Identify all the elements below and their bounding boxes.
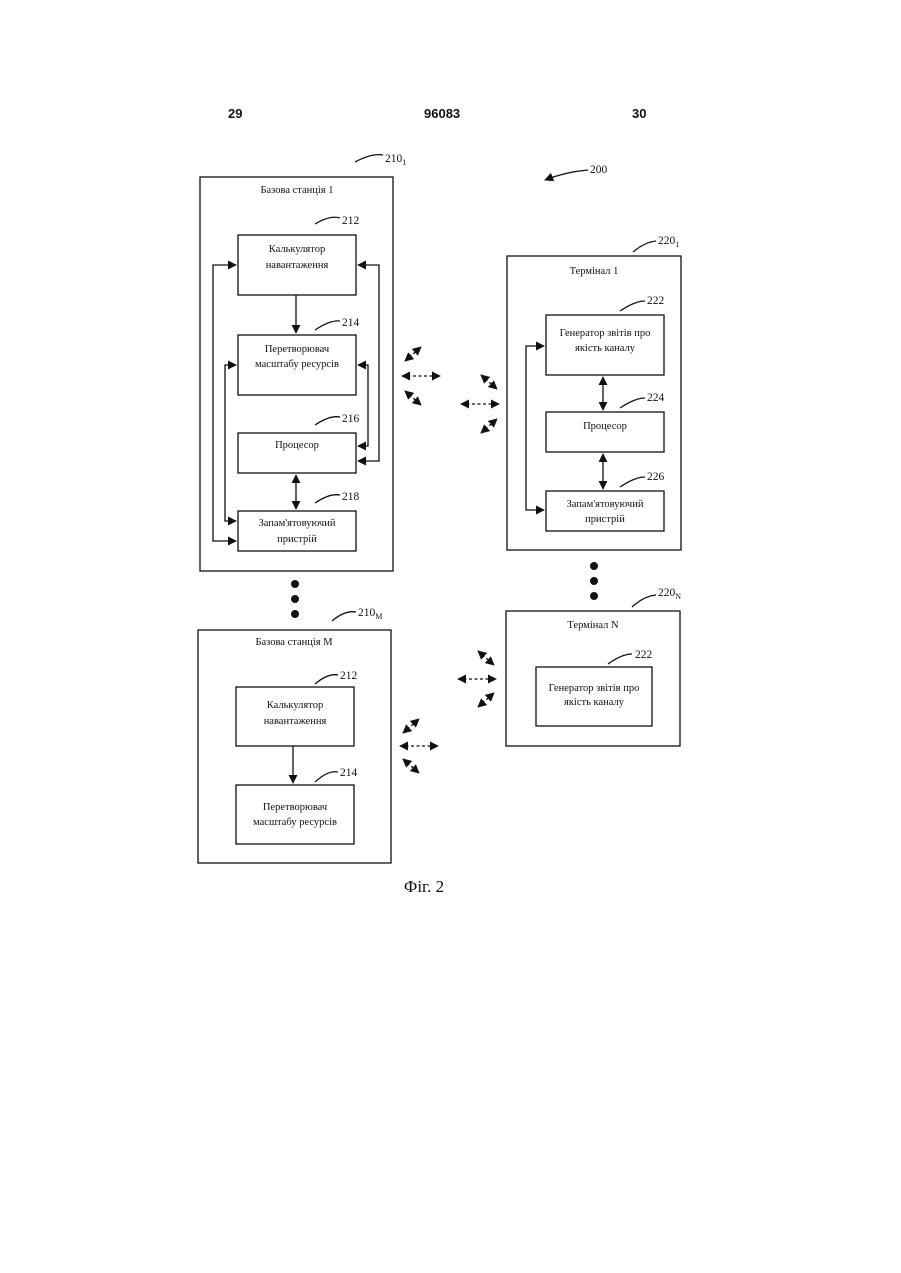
- terminal-ellipsis: [590, 562, 598, 600]
- t1-226-ref: 226: [647, 471, 665, 483]
- bs1-load-calc-line1: Калькулятор: [269, 244, 325, 255]
- bsm-converter-line1: Перетворювач: [263, 802, 328, 813]
- bs1-memory-box: [238, 511, 356, 551]
- bs1-converter-line1: Перетворювач: [265, 344, 330, 355]
- bsm-212-leader: [315, 675, 338, 684]
- bs1-converter-memory-link: [225, 365, 236, 521]
- bs1-212-ref: 212: [342, 215, 360, 227]
- tn-222-ref: 222: [635, 649, 653, 661]
- t1-memory-box: [546, 491, 664, 531]
- bsm-ref: 210M: [358, 607, 382, 621]
- bs1-antenna-arrows: [402, 347, 440, 405]
- t1-226-leader: [620, 477, 645, 487]
- t1-title: Термінал 1: [570, 266, 619, 277]
- bsm-antenna-arrows: [400, 719, 438, 773]
- bsm-load-calc-line2: навантаження: [264, 716, 327, 727]
- tn-title: Термінал N: [567, 620, 619, 631]
- tn-ref: 220N: [658, 587, 681, 601]
- bs1-ref: 2101: [385, 153, 406, 167]
- bsm-212-ref: 212: [340, 670, 358, 682]
- bs1-214-ref: 214: [342, 317, 360, 329]
- bs1-212-leader: [315, 217, 340, 224]
- tn-ref-leader: [632, 595, 656, 607]
- bs1-memory-line2: пристрій: [277, 534, 317, 545]
- figure-caption: Фіг. 2: [404, 877, 444, 896]
- t1-cqi-line1: Генератор звітів про: [560, 328, 651, 339]
- bs1-processor-label: Процесор: [275, 440, 319, 451]
- t1-processor-box: [546, 412, 664, 452]
- bs1-converter-processor-link: [358, 365, 368, 446]
- bs1-214-leader: [315, 321, 340, 330]
- tn-222-leader: [608, 654, 632, 664]
- base-station-1-box: [200, 177, 393, 571]
- bsm-ref-leader: [332, 612, 356, 621]
- t1-memory-line2: пристрій: [585, 514, 625, 525]
- t1-cqi-memory-link: [526, 346, 544, 510]
- bs1-title: Базова станція 1: [260, 185, 333, 196]
- bs1-converter-line2: масштабу ресурсів: [255, 359, 339, 370]
- system-ref: 200: [590, 164, 608, 176]
- t1-ref: 2201: [658, 235, 679, 249]
- t1-cqi-line2: якість каналу: [575, 343, 636, 354]
- bsm-converter-line2: масштабу ресурсів: [253, 817, 337, 828]
- bs1-216-leader: [315, 417, 340, 425]
- system-200-pointer: [545, 170, 588, 180]
- base-station-ellipsis: [291, 580, 299, 618]
- bs1-216-ref: 216: [342, 413, 360, 425]
- tn-cqi-line2: якість каналу: [564, 697, 625, 708]
- t1-processor-label: Процесор: [583, 421, 627, 432]
- t1-224-ref: 224: [647, 392, 665, 404]
- t1-memory-line1: Запам'ятовуючий: [567, 499, 644, 510]
- tn-cqi-line1: Генератор звітів про: [549, 683, 640, 694]
- bs1-218-ref: 218: [342, 491, 360, 503]
- t1-antenna-arrows: [461, 375, 499, 433]
- bs1-processor-box: [238, 433, 356, 473]
- bsm-resource-converter-box: [236, 785, 354, 844]
- bs1-ref-leader: [355, 155, 383, 162]
- t1-ref-leader: [633, 241, 656, 252]
- tn-antenna-arrows: [458, 651, 496, 707]
- bs1-218-leader: [315, 495, 340, 503]
- bsm-214-ref: 214: [340, 767, 358, 779]
- bsm-214-leader: [315, 772, 338, 782]
- bs1-memory-line1: Запам'ятовуючий: [259, 518, 336, 529]
- bs1-load-calc-line2: навантаження: [266, 260, 329, 271]
- bsm-title: Базова станція М: [255, 637, 333, 648]
- bsm-load-calc-line1: Калькулятор: [267, 700, 323, 711]
- t1-222-ref: 222: [647, 295, 665, 307]
- t1-222-leader: [620, 301, 645, 311]
- t1-224-leader: [620, 398, 645, 408]
